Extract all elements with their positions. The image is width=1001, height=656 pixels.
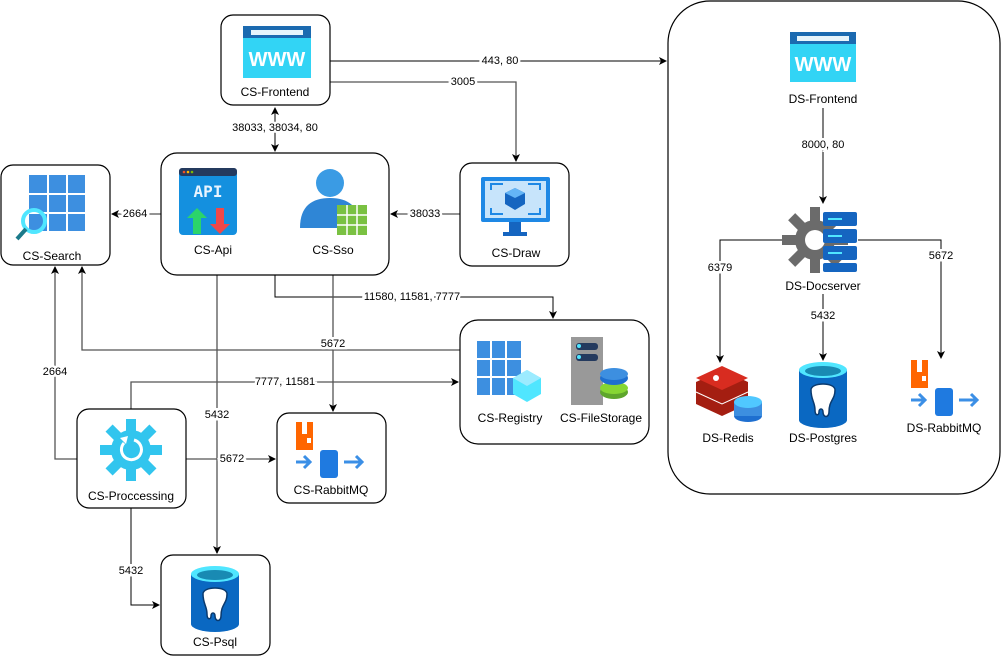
node-label: CS-Frontend [241, 85, 310, 99]
edge-sso-to-rabbitmq: 5672 [318, 275, 348, 412]
edge-frontend-to-draw: 3005 [330, 73, 520, 162]
node-label: CS-Search [23, 249, 82, 263]
node-label: CS-Api [194, 243, 232, 257]
postgresql-icon [190, 565, 240, 633]
edge-label: 443, 80 [482, 55, 519, 67]
edge-label: 38033, 38034, 80 [232, 122, 318, 134]
edge-label: 5432 [205, 409, 229, 421]
edge-label: 5672 [929, 250, 953, 262]
node-cs-proccessing[interactable]: CS-Proccessing [76, 408, 187, 509]
edge-docserver-to-redis: 6379 [705, 239, 788, 363]
registry-icon [477, 341, 541, 402]
edge-label: 2664 [123, 208, 147, 220]
node-label: DS-RabbitMQ [907, 421, 982, 435]
gear-server-icon [782, 207, 857, 273]
node-cs-psql[interactable]: CS-Psql [160, 554, 271, 656]
edge-label: 8000, 80 [802, 139, 845, 151]
node-label: CS-RabbitMQ [294, 483, 369, 497]
edges: 443, 80 3005 38033, 38034, 80 2664 38033… [40, 52, 956, 609]
node-ds-frontend[interactable]: WWW DS-Frontend [789, 32, 858, 106]
edge-label: 5432 [811, 310, 835, 322]
edge-label: 38033 [410, 208, 441, 220]
edge-draw-to-api: 38033 [390, 205, 460, 222]
node-label: DS-Postgres [789, 431, 857, 445]
api-icon-text: API [194, 182, 223, 201]
www-icon: WWW [243, 26, 311, 78]
ds-group: WWW DS-Frontend DS-Docserver [695, 32, 982, 445]
edge-proccessing-to-rabbitmq: 5672 [186, 450, 276, 467]
node-cs-rabbitmq[interactable]: CS-RabbitMQ [276, 412, 387, 504]
edge-proccessing-to-registry: 7777, 11581 [130, 373, 459, 409]
node-label: CS-Draw [492, 246, 541, 260]
edge-frontend-to-ds: 443, 80 [330, 52, 667, 69]
node-cs-draw[interactable]: CS-Draw [459, 162, 570, 267]
edge-api-to-registry: 11580, 11581, 7777 [274, 275, 557, 319]
node-ds-redis[interactable]: DS-Redis [695, 366, 762, 445]
node-cs-registry-group[interactable]: CS-Registry CS-FileStorage [459, 319, 650, 445]
search-icon [15, 175, 85, 241]
node-label: DS-Redis [702, 431, 753, 445]
node-label: DS-Frontend [789, 92, 858, 106]
node-label: CS-Sso [312, 243, 354, 257]
redis-icon [695, 366, 762, 422]
edge-label: 5672 [321, 338, 345, 350]
edge-api-to-psql: 5432 [202, 275, 232, 554]
monitor-cube-icon [481, 177, 550, 236]
edge-label: 11580, 11581, 7777 [364, 291, 460, 303]
edge-label: 2664 [43, 366, 67, 378]
node-label: CS-Psql [193, 635, 237, 649]
www-icon-text: WWW [795, 54, 852, 76]
node-label: CS-Registry [478, 411, 543, 425]
node-ds-rabbitmq[interactable]: DS-RabbitMQ [907, 358, 982, 435]
node-cs-api-sso-group[interactable]: API CS-Api CS-Sso [160, 152, 390, 276]
www-icon-text: WWW [249, 49, 306, 71]
edge-label: 5672 [220, 453, 244, 465]
node-cs-search[interactable]: CS-Search [0, 164, 111, 266]
node-cs-frontend[interactable]: WWW CS-Frontend [220, 14, 331, 106]
edge-label: 5432 [119, 565, 143, 577]
edge-label: 3005 [451, 76, 475, 88]
node-ds-docserver[interactable]: DS-Docserver [782, 207, 861, 293]
edge-label: 6379 [708, 262, 732, 274]
edge-label: 7777, 11581 [255, 376, 315, 388]
edge-registry-to-search [78, 266, 460, 351]
edge-docserver-to-ds-rabbitmq: 5672 [858, 239, 956, 359]
www-icon: WWW [790, 32, 856, 82]
edge-proccessing-to-search: 2664 [40, 266, 77, 460]
file-storage-icon [571, 337, 628, 405]
postgresql-icon [798, 361, 848, 429]
edge-proccessing-to-psql: 5432 [116, 508, 160, 609]
edge-frontend-api: 38033, 38034, 80 [230, 107, 320, 152]
edge-docserver-to-postgres: 5432 [808, 294, 838, 361]
edge-api-to-search: 2664 [111, 205, 161, 222]
gear-refresh-icon [100, 419, 162, 481]
node-ds-postgres[interactable]: DS-Postgres [789, 361, 857, 445]
sso-user-icon [300, 169, 367, 235]
edge-dsfrontend-to-docserver: 8000, 80 [799, 108, 847, 204]
node-label: DS-Docserver [785, 279, 860, 293]
node-label: CS-Proccessing [88, 489, 174, 503]
node-label: CS-FileStorage [560, 411, 642, 425]
api-icon: API [179, 168, 237, 235]
